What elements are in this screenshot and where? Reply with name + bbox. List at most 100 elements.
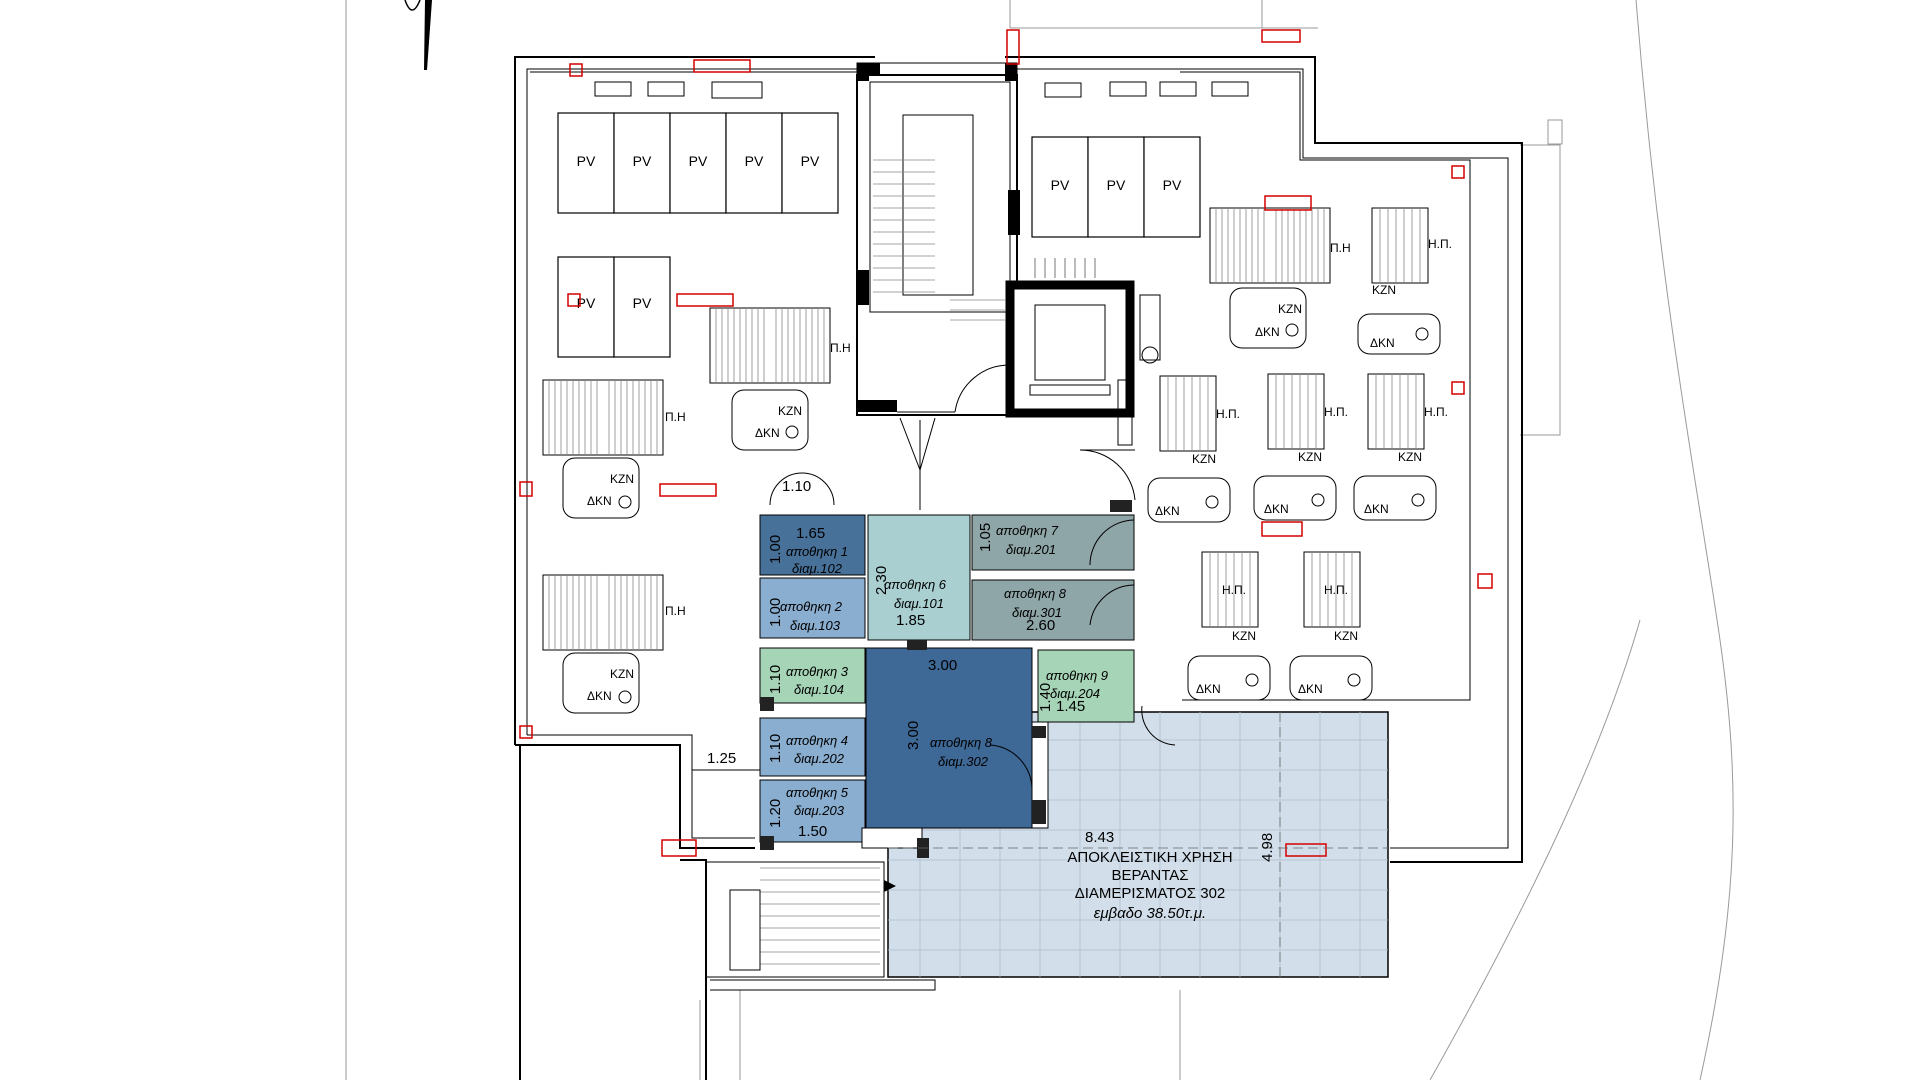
label-kzn: KZN: [1372, 283, 1396, 297]
north-arrow-icon: [404, 0, 432, 70]
storage-labels: αποθηκη 1 διαμ.102 αποθηκη 2 διαμ.103 απ…: [780, 523, 1108, 818]
dim-label: 1.00: [767, 535, 784, 564]
roof-outline: [514, 56, 1523, 1080]
storage-rooms: [759, 500, 1389, 978]
label-dkn: ΔΚΝ: [755, 426, 780, 440]
storage-unit: διαμ.202: [794, 751, 845, 766]
label-dkn: ΔΚΝ: [1255, 325, 1280, 339]
storage-unit: διαμ.201: [1006, 542, 1056, 557]
elevator: [1005, 280, 1161, 501]
label-kzn: KZN: [1334, 629, 1358, 643]
dim-label: 1.65: [796, 525, 825, 542]
dim-label: 1.20: [767, 799, 784, 828]
pv-label: PV: [801, 153, 820, 169]
storage-unit: διαμ.101: [894, 596, 944, 611]
dim-label: 3.00: [905, 721, 922, 750]
dim-label: 1.25: [707, 750, 736, 767]
label-hp: Η.Π.: [1222, 583, 1246, 597]
pv-label: PV: [577, 153, 596, 169]
label-dkn: ΔΚΝ: [1155, 504, 1180, 518]
label-hp: Η.Π.: [1428, 237, 1452, 251]
dim-label: 1.85: [896, 612, 925, 629]
stairwell: [856, 62, 1020, 510]
storage-name: αποθηκη 8: [1004, 586, 1067, 601]
dim-label: 1.05: [977, 523, 994, 552]
dim-label: 1.10: [767, 665, 784, 694]
storage-name: αποθηκη 3: [786, 664, 849, 679]
pv-panels: PV PV PV PV PV PV PV PV PV PV: [557, 112, 1201, 358]
storage-name: αποθηκη 4: [786, 733, 848, 748]
storage-name: αποθηκη 5: [786, 785, 849, 800]
label-dkn: ΔΚΝ: [1298, 682, 1323, 696]
equipment-labels: Π.Η Π.Η Π.Η Π.Η Η.Π. Η.Π. Η.Π. Η.Π. Η.Π.…: [587, 237, 1452, 703]
veranda-line2: ΒΕΡΑΝΤΑΣ: [1111, 867, 1188, 884]
storage-name: αποθηκη 6: [884, 577, 947, 592]
pv-label: PV: [689, 153, 708, 169]
storage-unit: διαμ.301: [1012, 605, 1062, 620]
site-boundary: [345, 0, 1734, 1080]
pv-label: PV: [633, 153, 652, 169]
label-kzn: KZN: [610, 667, 634, 681]
storage-unit: διαμ.203: [794, 803, 845, 818]
ac-units: [594, 81, 1249, 278]
solar-heaters-left: [542, 307, 831, 714]
label-kzn: KZN: [778, 404, 802, 418]
dim-label: 4.98: [1259, 833, 1276, 862]
dim-label: 1.50: [798, 823, 827, 840]
label-ph: Π.Η: [830, 341, 851, 355]
solar-heaters-right: [1147, 207, 1441, 701]
storage-name: αποθηκη 7: [996, 523, 1059, 538]
label-dkn: ΔΚΝ: [1196, 682, 1221, 696]
dim-label: 2.60: [1026, 617, 1055, 634]
dim-label: 1.10: [767, 734, 784, 763]
storage-name: αποθηκη 2: [780, 599, 843, 614]
label-kzn: KZN: [610, 472, 634, 486]
label-kzn: KZN: [1398, 450, 1422, 464]
pv-label: PV: [1163, 177, 1182, 193]
label-dkn: ΔΚΝ: [1370, 336, 1395, 350]
label-ph: Π.Η: [665, 604, 686, 618]
label-hp: Η.Π.: [1216, 407, 1240, 421]
dim-label: 1.10: [782, 478, 811, 495]
veranda-label: ΑΠΟΚΛΕΙΣΤΙΚΗ ΧΡΗΣΗ ΒΕΡΑΝΤΑΣ ΔΙΑΜΕΡΙΣΜΑΤΟ…: [1067, 849, 1232, 922]
storage-unit: διαμ.102: [792, 561, 843, 576]
label-kzn: KZN: [1192, 452, 1216, 466]
label-kzn: KZN: [1298, 450, 1322, 464]
dim-label: 1.40: [1037, 683, 1054, 712]
label-dkn: ΔΚΝ: [587, 689, 612, 703]
storage-unit: διαμ.204: [1050, 686, 1100, 701]
label-ph: Π.Η: [1330, 241, 1351, 255]
storage-unit: διαμ.302: [938, 754, 989, 769]
dim-label: 1.45: [1056, 698, 1085, 715]
pv-label: PV: [1051, 177, 1070, 193]
lower-stairs: [729, 867, 896, 971]
label-dkn: ΔΚΝ: [587, 494, 612, 508]
label-ph: Π.Η: [665, 410, 686, 424]
pv-label: PV: [1107, 177, 1126, 193]
label-dkn: ΔΚΝ: [1264, 502, 1289, 516]
label-hp: Η.Π.: [1324, 405, 1348, 419]
storage-name: αποθηκη 8: [930, 735, 993, 750]
dimension-labels: 1.10 1.65 1.00 1.00 1.10 1.10 1.20 1.50 …: [692, 472, 1388, 977]
pv-label: PV: [633, 295, 652, 311]
storage-unit: διαμ.104: [794, 682, 844, 697]
storage-name: αποθηκη 1: [786, 544, 848, 559]
label-hp: Η.Π.: [1424, 405, 1448, 419]
label-dkn: ΔΚΝ: [1364, 502, 1389, 516]
veranda-line3: ΔΙΑΜΕΡΙΣΜΑΤΟΣ 302: [1075, 885, 1226, 902]
storage-name: αποθηκη 9: [1046, 668, 1108, 683]
label-hp: Η.Π.: [1324, 583, 1348, 597]
storage-unit: διαμ.103: [790, 618, 841, 633]
label-kzn: KZN: [1278, 302, 1302, 316]
veranda-line1: ΑΠΟΚΛΕΙΣΤΙΚΗ ΧΡΗΣΗ: [1067, 849, 1232, 866]
dim-label: 3.00: [928, 657, 957, 674]
label-kzn: KZN: [1232, 629, 1256, 643]
dim-label: 8.43: [1085, 829, 1114, 846]
pv-label: PV: [745, 153, 764, 169]
dim-label: 2.30: [873, 566, 890, 595]
veranda-area: εμβαδο 38.50τ.μ.: [1094, 905, 1206, 922]
pv-label: PV: [577, 295, 596, 311]
drain-markers: [519, 29, 1493, 857]
dim-label: 1.00: [767, 598, 784, 627]
